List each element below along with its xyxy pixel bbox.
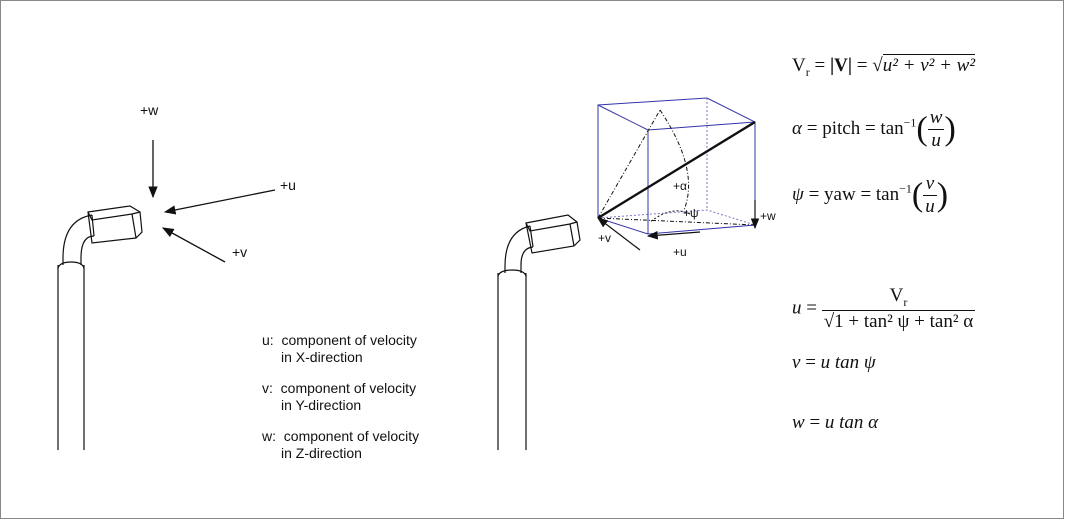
left-w-label: +w	[140, 102, 159, 118]
left-probe	[57, 205, 143, 450]
cube-u-arrow	[646, 230, 701, 240]
left-arrows	[148, 140, 276, 263]
cube-u-label: +u	[673, 245, 687, 259]
cube-psi-label: +ψ	[683, 206, 699, 220]
formula-v: v = u tan ψ	[792, 352, 876, 373]
cube-vectors	[597, 109, 760, 251]
cube-v-arrow	[597, 217, 641, 251]
cube-w-label: +w	[760, 209, 776, 223]
desc-v: v: component of velocity in Y-direction	[262, 380, 417, 413]
u-arrow	[163, 189, 276, 215]
v-arrow	[161, 227, 226, 263]
right-probe	[497, 214, 581, 450]
cube-v-label: +v	[598, 231, 611, 245]
velocity-cube	[597, 97, 756, 235]
desc-w: w: component of velocity in Z-direction	[262, 428, 420, 461]
formula-vr: Vr = |V| = √u² + v² + w²	[792, 54, 976, 79]
formula-w: w = u tan α	[792, 412, 879, 433]
desc-u: u: component of velocity in X-direction	[262, 332, 417, 365]
left-v-label: +v	[232, 244, 247, 260]
left-u-label: +u	[280, 177, 296, 193]
cube-alpha-label: +α	[673, 179, 687, 193]
velocity-vector	[597, 120, 756, 220]
formula-u: u = Vr√1 + tan² ψ + tan² α	[792, 285, 976, 332]
